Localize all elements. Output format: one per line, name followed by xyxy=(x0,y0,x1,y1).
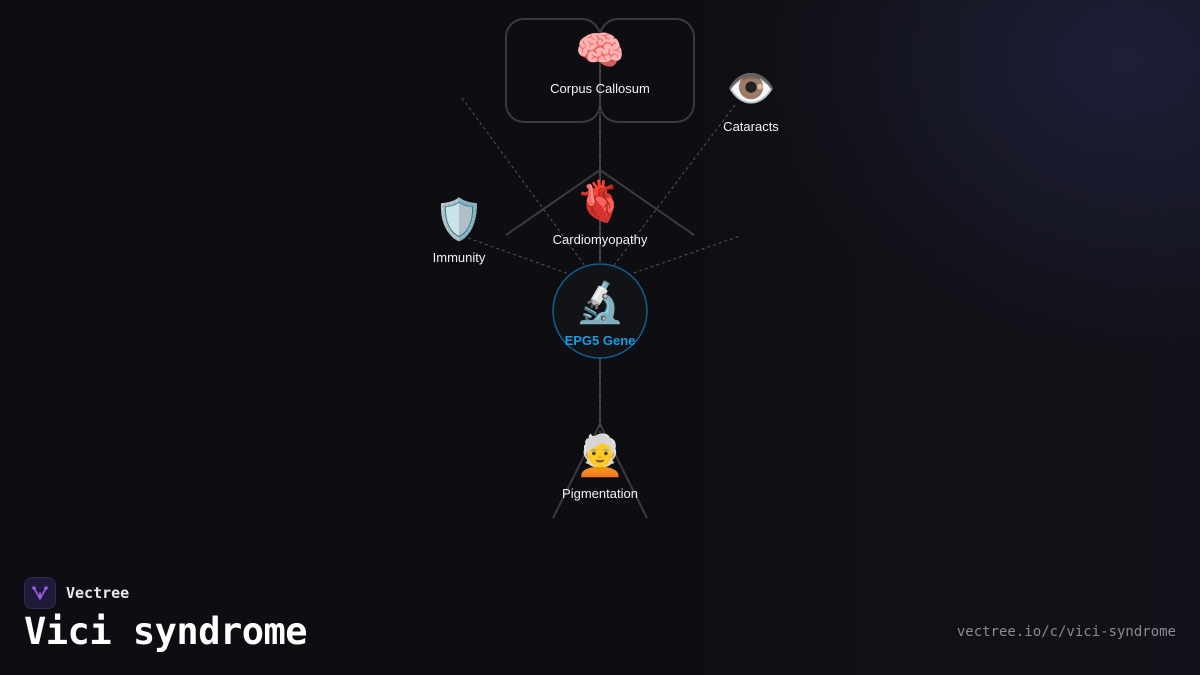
page-title: Vici syndrome xyxy=(24,610,308,653)
node-corpus-callosum[interactable]: 🧠 Corpus Callosum xyxy=(550,27,650,97)
page-url[interactable]: vectree.io/c/vici-syndrome xyxy=(956,624,1176,640)
eye-icon: 👁️ xyxy=(726,66,776,112)
node-cataracts[interactable]: 👁️ Cataracts xyxy=(723,65,779,135)
node-label-cataracts: Cataracts xyxy=(723,119,779,134)
center-node-ring xyxy=(552,263,648,359)
heart-left-arm xyxy=(505,169,601,236)
connector-right-spur xyxy=(627,235,741,276)
node-label-immunity: Immunity xyxy=(432,250,486,265)
node-label-cardiomyopathy: Cardiomyopathy xyxy=(552,232,648,247)
brand-name: Vectree xyxy=(66,584,130,602)
white-haired-person-icon: 🧑‍🦳 xyxy=(575,433,625,479)
brand[interactable]: Vectree xyxy=(24,577,129,609)
node-label-corpus-callosum: Corpus Callosum xyxy=(550,81,650,96)
vectree-logo-icon xyxy=(24,577,56,609)
node-epg5-gene[interactable]: 🔬 EPG5 Gene xyxy=(565,279,636,349)
node-cardiomyopathy[interactable]: 🫀 Cardiomyopathy xyxy=(553,178,648,248)
node-label-epg5-gene: EPG5 Gene xyxy=(564,333,636,348)
shield-icon: 🛡️ xyxy=(434,197,484,243)
node-label-pigmentation: Pigmentation xyxy=(562,486,638,501)
anatomical-heart-icon: 🫀 xyxy=(575,179,625,225)
pigmentation-left-leg xyxy=(552,423,601,519)
node-immunity[interactable]: 🛡️ Immunity xyxy=(433,196,486,266)
microscope-icon: 🔬 xyxy=(575,280,625,326)
connector-immunity xyxy=(467,237,573,276)
pigmentation-right-leg xyxy=(599,423,648,519)
node-pigmentation[interactable]: 🧑‍🦳 Pigmentation xyxy=(562,432,638,502)
connector-cataracts xyxy=(611,104,736,269)
brain-icon: 🧠 xyxy=(575,28,625,74)
heart-right-arm xyxy=(599,169,695,236)
